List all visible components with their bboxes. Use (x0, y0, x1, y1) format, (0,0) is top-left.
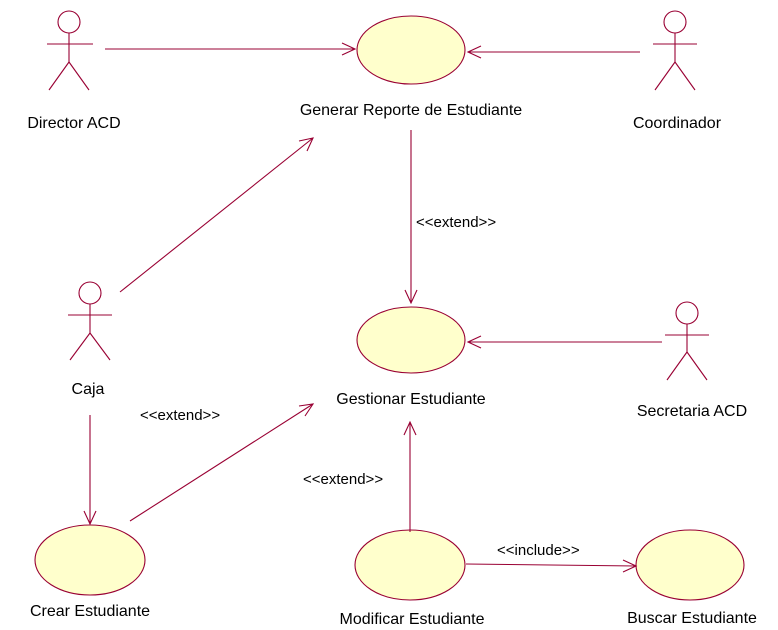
edge-caja-generar (119, 137, 314, 293)
edge-crear-gestionar (129, 403, 315, 522)
use-case-label-buscar: Buscar Estudiante (627, 610, 757, 627)
edge-modificar-gestionar (403, 420, 417, 532)
edge-generar-gestionar (404, 130, 418, 305)
use-case-label-crear: Crear Estudiante (30, 603, 150, 620)
use-case-crear-estudiante[interactable] (34, 524, 146, 596)
use-case-label-gestionar: Gestionar Estudiante (336, 391, 486, 408)
stereotype-include-modificar-buscar: <<include>> (497, 542, 580, 559)
actor-label-director: Director ACD (27, 115, 120, 132)
edge-modificar-buscar (465, 559, 638, 573)
actor-label-coordinador: Coordinador (633, 115, 722, 132)
actor-label-caja: Caja (72, 381, 105, 398)
actor-label-secretaria: Secretaria ACD (637, 403, 747, 420)
use-case-buscar-estudiante[interactable] (635, 529, 745, 601)
actor-coordinador[interactable] (653, 10, 697, 91)
use-case-generar-reporte[interactable] (356, 15, 466, 85)
stereotype-extend-generar-gestionar: <<extend>> (416, 214, 496, 231)
use-case-label-generar: Generar Reporte de Estudiante (300, 102, 522, 119)
edge-director-generar (105, 42, 357, 56)
use-case-modificar-estudiante[interactable] (354, 529, 466, 601)
use-case-label-modificar: Modificar Estudiante (340, 611, 485, 628)
edge-secretaria-gestionar (466, 335, 662, 349)
actor-secretaria-acd[interactable] (665, 301, 709, 381)
stereotype-extend-modificar-gestionar: <<extend>> (303, 471, 383, 488)
actor-caja[interactable] (68, 281, 112, 361)
actor-director-acd[interactable] (47, 10, 93, 91)
edge-coordinador-generar (466, 45, 640, 59)
stereotype-extend-crear-gestionar: <<extend>> (140, 407, 220, 424)
use-case-gestionar-estudiante[interactable] (356, 306, 466, 374)
edge-caja-crear (83, 415, 97, 526)
